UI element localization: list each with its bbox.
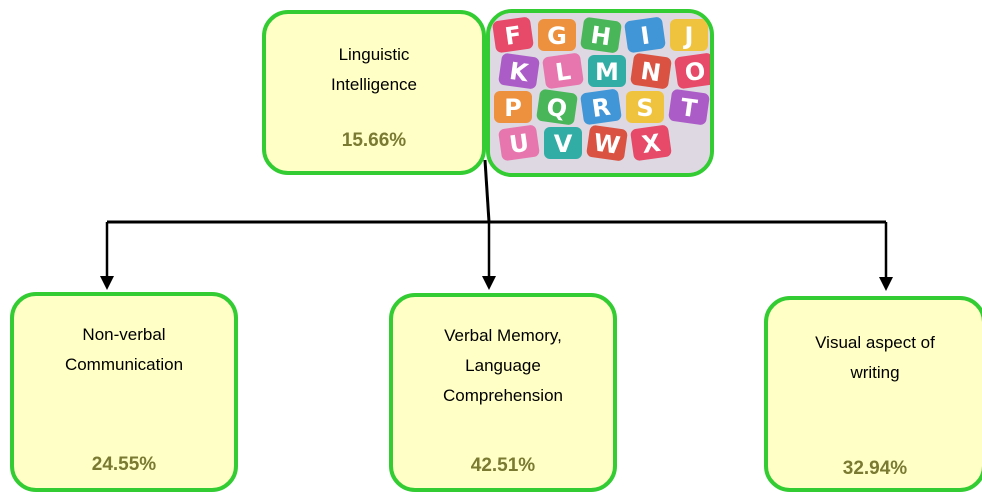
letter-block-shape [624, 17, 666, 53]
letter-glyph: U [508, 129, 531, 159]
letter-block: F [492, 17, 534, 53]
root-node-label: Linguistic Intelligence [272, 40, 476, 100]
child-node-visual-aspect-of-writing: Visual aspect of writing 32.94% [764, 296, 982, 492]
child-label-line: Verbal Memory, [444, 326, 562, 345]
letter-block-shape [630, 53, 672, 89]
letter-block-shape [670, 19, 708, 51]
letter-glyph: R [590, 93, 612, 123]
letter-block: S [626, 91, 664, 123]
letter-block: K [498, 53, 540, 89]
arrowhead-child-3 [879, 277, 893, 291]
child-node-percent: 24.55% [91, 454, 157, 475]
letter-block: I [624, 17, 666, 53]
letter-block: M [588, 55, 626, 87]
child-node-label: Verbal Memory, Language Comprehension [399, 321, 607, 411]
letter-glyph: V [554, 130, 573, 158]
letter-block-shape [498, 53, 540, 89]
letter-block-shape [580, 17, 622, 53]
child-label-line: Language [465, 356, 541, 375]
letter-block: G [538, 19, 576, 51]
letter-glyph: Q [545, 93, 569, 124]
letter-block: W [586, 125, 628, 161]
letter-block-shape [580, 89, 622, 125]
letter-block-shape [674, 53, 710, 89]
letter-glyph: N [639, 57, 663, 88]
letter-block: L [542, 53, 584, 89]
child-node-percent: 32.94% [842, 458, 908, 479]
letter-glyph: X [640, 129, 663, 159]
letter-glyph: T [679, 93, 700, 123]
letter-block-shape [538, 19, 576, 51]
letter-block: N [630, 53, 672, 89]
letter-block: O [674, 53, 710, 89]
child-node-percent: 42.51% [470, 455, 536, 476]
letter-block-shape [586, 125, 628, 161]
child-label-line: Non-verbal [82, 325, 166, 344]
letter-glyph: F [503, 21, 523, 51]
letter-glyph: S [636, 94, 653, 122]
letter-glyph: K [508, 57, 532, 88]
child-label-line: writing [850, 363, 900, 382]
root-label-line: Linguistic [338, 45, 410, 64]
letter-block: H [580, 17, 622, 53]
child-node-non-verbal-communication: Non-verbal Communication 24.55% [10, 292, 238, 492]
letter-block: V [544, 127, 582, 159]
letter-block-shape [536, 89, 578, 125]
child-label-line: Visual aspect of [815, 333, 935, 352]
letter-block-shape [630, 125, 672, 161]
letter-block: U [498, 125, 540, 161]
letter-block-shape [668, 89, 710, 125]
letter-block-shape [544, 127, 582, 159]
letter-glyph: P [504, 94, 522, 122]
letter-block-shape [588, 55, 626, 87]
root-node-linguistic-intelligence: Linguistic Intelligence 15.66% [262, 10, 486, 175]
letter-block: T [668, 89, 710, 125]
child-node-label: Non-verbal Communication [20, 320, 228, 380]
letter-glyph: L [554, 57, 573, 87]
letter-block-shape [492, 17, 534, 53]
arrowhead-child-2 [482, 276, 496, 290]
child-label-line: Comprehension [442, 386, 563, 405]
letter-block-shape [498, 125, 540, 161]
letter-glyph: M [595, 58, 619, 86]
arrowhead-child-1 [100, 276, 114, 290]
letter-glyph: H [589, 21, 613, 52]
child-node-verbal-memory: Verbal Memory, Language Comprehension 42… [389, 293, 617, 492]
letter-glyph: O [683, 57, 707, 88]
child-node-label: Visual aspect of writing [774, 328, 976, 388]
root-label-line: Intelligence [330, 75, 417, 94]
letter-glyph: W [592, 128, 622, 159]
letter-glyph: J [683, 22, 694, 50]
letter-block-shape [542, 53, 584, 89]
letter-block: J [670, 19, 708, 51]
letter-block: Q [536, 89, 578, 125]
letter-glyph: G [547, 22, 567, 50]
trunk-line [483, 159, 491, 223]
child-label-line: Communication [64, 355, 184, 374]
letter-glyph: I [639, 21, 652, 50]
letter-block: R [580, 89, 622, 125]
letter-block-shape [494, 91, 532, 123]
letter-block: P [494, 91, 532, 123]
letter-block-shape [626, 91, 664, 123]
root-node-percent: 15.66% [341, 130, 407, 151]
letter-block: X [630, 125, 672, 161]
